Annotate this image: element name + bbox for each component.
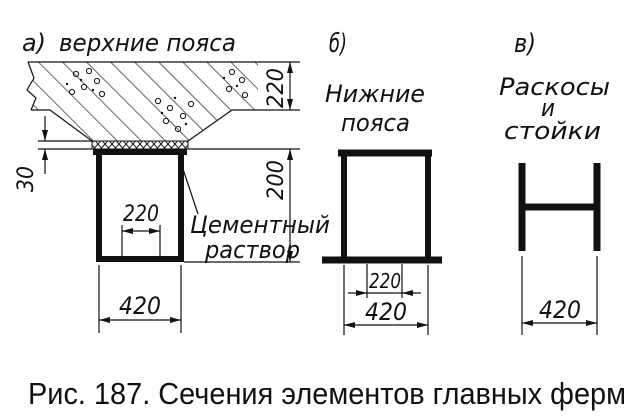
- dim-height-extension: [184, 148, 300, 263]
- aggregate-circle: [174, 125, 182, 133]
- section-a: а) верхние пояса: [14, 29, 330, 333]
- dim-slab-text: 220: [264, 68, 289, 108]
- section-c-title-line1: Раскосы: [499, 73, 610, 101]
- aggregate-dot: [235, 84, 239, 88]
- section-a-label: а): [22, 29, 46, 57]
- section-b-dim-width-text: 420: [365, 298, 407, 326]
- aggregate-circle: [93, 77, 101, 85]
- aggregate-dot: [222, 76, 226, 80]
- aggregate-symbols: [65, 67, 249, 133]
- section-c: в) Раскосы и стойки 420: [499, 29, 610, 335]
- section-b-label: б): [329, 29, 347, 59]
- aggregate-dot: [79, 78, 83, 82]
- aggregate-circle: [225, 85, 233, 93]
- aggregate-circle: [72, 70, 80, 78]
- aggregate-circle: [166, 104, 174, 112]
- aggregate-circle: [98, 90, 106, 98]
- dim-inner-text: 220: [123, 202, 159, 227]
- cement-mortar-layer: [91, 140, 189, 150]
- aggregate-circle: [154, 97, 162, 105]
- dim-width-text: 420: [119, 292, 161, 320]
- mortar-label-line1: Цементный: [190, 211, 330, 239]
- aggregate-circle: [187, 100, 195, 108]
- slab-hatch: [27, 62, 258, 141]
- section-b-title-line2: пояса: [341, 109, 410, 137]
- dim-mortar-extension: [38, 140, 92, 150]
- aggregate-circle: [85, 67, 93, 75]
- aggregate-dot: [173, 96, 177, 100]
- slab-break-line: [26, 61, 37, 111]
- aggregate-circle: [228, 68, 236, 76]
- aggregate-circle: [68, 88, 76, 96]
- section-a-title: верхние пояса: [59, 29, 236, 57]
- aggregate-circle: [238, 76, 246, 84]
- section-b: б) Нижние пояса 220 420: [322, 29, 442, 335]
- section-b-dim-inner-text: 220: [369, 269, 401, 293]
- section-b-title-line1: Нижние: [325, 80, 425, 108]
- dim-height-text: 200: [264, 160, 289, 200]
- aggregate-dot: [91, 88, 95, 92]
- dim-inner-extension: [121, 225, 161, 256]
- section-c-dim-width-text: 420: [539, 296, 581, 324]
- aggregate-dot: [65, 82, 69, 86]
- section-c-label: в): [514, 29, 536, 59]
- aggregate-circle: [179, 112, 187, 120]
- aggregate-dot: [184, 122, 188, 126]
- mortar-label-line2: раствор: [204, 236, 300, 264]
- aggregate-circle: [80, 83, 88, 91]
- mortar-leader-line: [175, 147, 199, 215]
- section-c-title-line3: стойки: [504, 117, 601, 145]
- aggregate-circle: [162, 117, 170, 125]
- slab-outline: [28, 61, 300, 142]
- aggregate-circle: [241, 91, 249, 99]
- aggregate-dot: [160, 111, 164, 115]
- section-c-title-line2: и: [541, 94, 555, 122]
- figure-caption: Рис. 187. Сечения элементов главных ферм: [28, 376, 626, 411]
- dim-mortar-text: 30: [14, 166, 39, 192]
